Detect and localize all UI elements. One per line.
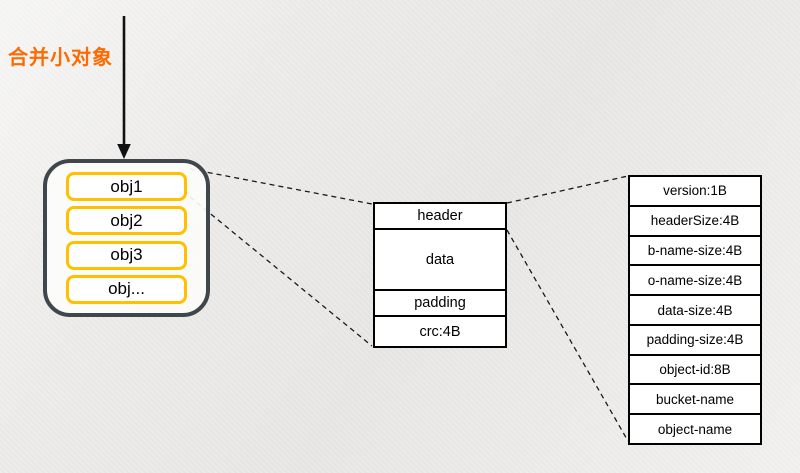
merged-row-crc: crc:4B xyxy=(375,315,505,346)
merged-row-padding: padding xyxy=(375,289,505,315)
down-arrow-icon xyxy=(117,16,131,159)
object-item-obj1: obj1 xyxy=(66,172,187,202)
header-field-bucket-name: bucket-name xyxy=(630,383,760,413)
header-detail-block: version:1B headerSize:4B b-name-size:4B … xyxy=(628,175,762,445)
connector-header-to-detail-top xyxy=(506,175,629,204)
header-field-headersize: headerSize:4B xyxy=(630,204,760,235)
header-field-version: version:1B xyxy=(663,183,727,199)
object-item-obj2: obj2 xyxy=(66,206,187,236)
object-group-container: obj1 obj2 obj3 obj... xyxy=(43,159,210,317)
connector-obj-to-merged-bottom xyxy=(189,196,373,347)
header-field-object-name: object-name xyxy=(630,413,760,443)
diagram-title: 合并小对象 xyxy=(8,47,113,69)
object-item-obj-more: obj... xyxy=(66,274,187,304)
object-item-obj3: obj3 xyxy=(66,240,187,270)
merged-object-block: header data padding crc:4B xyxy=(373,202,507,348)
header-field-b-name-size: b-name-size:4B xyxy=(630,234,760,265)
header-field-data-size: data-size:4B xyxy=(630,294,760,324)
merged-row-data: data xyxy=(375,228,505,289)
header-field-padding-size: padding-size:4B xyxy=(630,323,760,354)
header-field-o-name-size: o-name-size:4B xyxy=(630,264,760,294)
header-field-object-id: object-id:8B xyxy=(630,353,760,384)
connector-obj-to-merged-top xyxy=(189,168,373,205)
merged-row-header: header xyxy=(417,208,463,224)
connector-header-to-detail-bottom xyxy=(506,229,629,442)
